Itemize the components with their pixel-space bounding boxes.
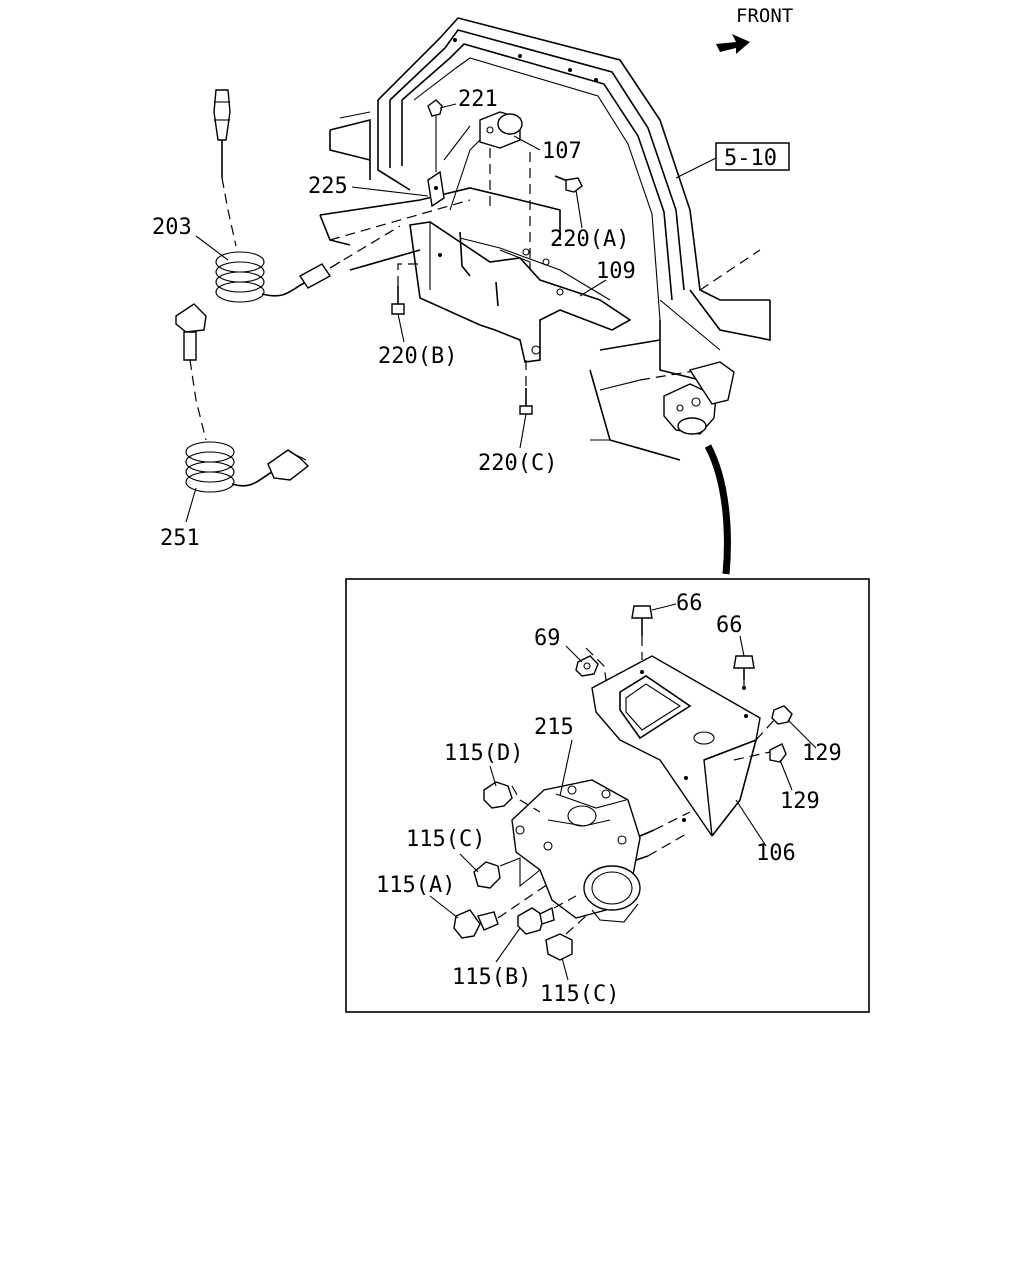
- label-221: 221: [458, 87, 498, 112]
- harness-203: [213, 89, 401, 303]
- cross-member: [319, 187, 701, 461]
- front-indicator: FRONT: [716, 5, 793, 54]
- label-203: 203: [152, 215, 192, 240]
- fitting-115a: [453, 883, 549, 939]
- sensor-107: [479, 111, 531, 270]
- bolt-66-left: [631, 605, 653, 660]
- label-115c-upper: 115(C): [406, 827, 485, 852]
- nut-69: [575, 647, 607, 681]
- label-129-upper: 129: [802, 741, 842, 766]
- fitting-115c-lower: [545, 915, 587, 961]
- label-115a: 115(A): [376, 873, 455, 898]
- label-251: 251: [160, 526, 200, 551]
- fitting-115d: [483, 781, 541, 813]
- detail-pointer: [704, 444, 731, 575]
- bolt-220c: [519, 360, 533, 415]
- label-107: 107: [542, 139, 582, 164]
- label-66-right: 66: [716, 613, 743, 638]
- label-129-lower: 129: [780, 789, 820, 814]
- label-109: 109: [596, 259, 636, 284]
- label-69: 69: [534, 626, 561, 651]
- reference-box-label: 5-10: [724, 146, 777, 171]
- label-115d: 115(D): [444, 741, 523, 766]
- fitting-115c-upper: [473, 857, 541, 889]
- label-115c-lower: 115(C): [540, 982, 619, 1007]
- front-label: FRONT: [736, 5, 793, 27]
- nut-129-lower: [769, 743, 787, 763]
- harness-251: [175, 303, 310, 493]
- label-220a: 220(A): [550, 227, 629, 252]
- part-labels: 221 107 225 203 220(A) 109 220(B) 220(C)…: [152, 87, 842, 1007]
- cab-frame: [329, 17, 771, 381]
- bracket-109: [409, 221, 632, 363]
- label-115b: 115(B): [452, 965, 531, 990]
- detail-view-frame: [345, 578, 870, 1013]
- label-225: 225: [308, 174, 348, 199]
- bolt-66-right: [733, 655, 755, 690]
- reference-box: 5-10: [675, 142, 790, 179]
- bracket-225: [427, 99, 481, 211]
- front-arrow-icon: [716, 34, 750, 54]
- label-66-left: 66: [676, 591, 703, 616]
- bolt-220a: [554, 175, 583, 193]
- label-215: 215: [534, 715, 574, 740]
- valve-assembly-installed: [663, 361, 735, 435]
- bolt-220b: [391, 263, 420, 315]
- label-220c: 220(C): [478, 451, 557, 476]
- bracket-106: [591, 655, 761, 837]
- label-106: 106: [756, 841, 796, 866]
- valve-215: [511, 779, 691, 923]
- leader-lines: [185, 103, 817, 981]
- fitting-115b: [517, 895, 577, 935]
- label-220b: 220(B): [378, 344, 457, 369]
- nut-129-upper: [771, 705, 793, 725]
